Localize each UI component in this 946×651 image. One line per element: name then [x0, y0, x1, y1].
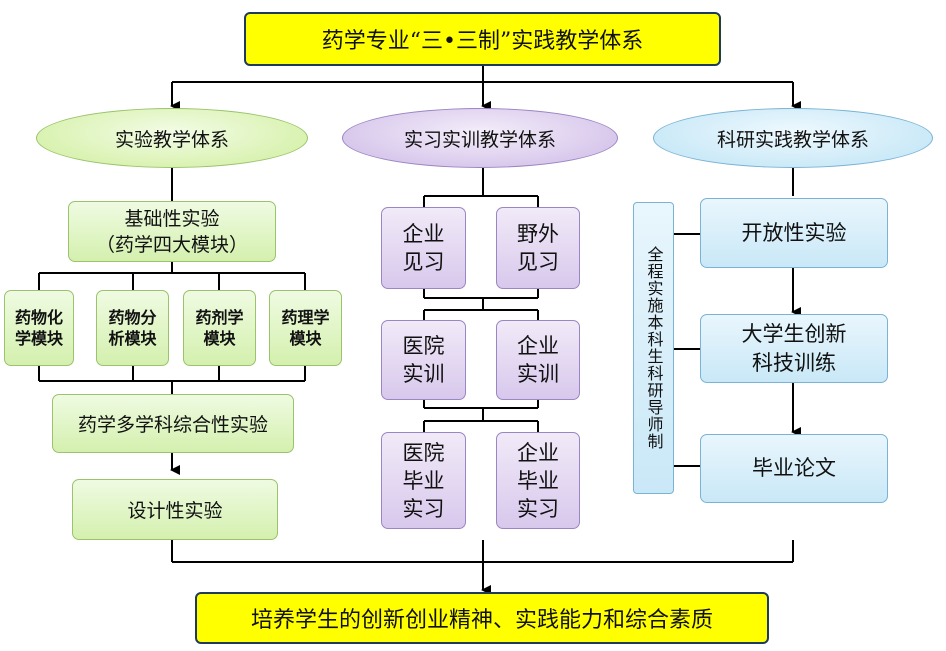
internship-branch: 实习实训教学体系 — [342, 108, 618, 168]
internship-label: 企业 见习 — [402, 222, 445, 274]
internship-label: 野外 见习 — [517, 222, 559, 274]
comprehensive-experiment-box: 药学多学科综合性实验 — [52, 394, 294, 453]
module-label: 药物分 析模块 — [108, 308, 157, 348]
module-box: 药物分 析模块 — [96, 290, 169, 366]
internship-box: 企业 见习 — [381, 207, 466, 289]
internship-box: 医院 毕业 实习 — [381, 432, 466, 529]
mentor-system-label: 全程实施本科生科研导师制 — [644, 246, 664, 450]
internship-box: 企业 实训 — [496, 320, 580, 400]
internship-label: 医院 实训 — [402, 334, 445, 386]
research-branch: 科研实践教学体系 — [653, 108, 933, 168]
internship-box: 野外 见习 — [496, 207, 580, 289]
internship-label: 医院 毕业 实习 — [402, 440, 445, 521]
experiment-branch: 实验教学体系 — [36, 108, 308, 168]
basic-experiment-box: 基础性实验 （药学四大模块） — [68, 201, 276, 262]
design-experiment-label: 设计性实验 — [127, 500, 223, 522]
basic-experiment-label: 基础性实验 （药学四大模块） — [95, 207, 248, 256]
internship-label: 企业 实训 — [517, 334, 559, 386]
research-step-box: 大学生创新 科技训练 — [700, 314, 888, 383]
module-box: 药物化 学模块 — [4, 290, 74, 366]
mentor-system-box: 全程实施本科生科研导师制 — [633, 202, 674, 494]
internship-box: 医院 实训 — [381, 320, 466, 400]
module-label: 药物化 学模块 — [14, 308, 63, 348]
module-box: 药理学 模块 — [269, 290, 342, 366]
research-step-label: 大学生创新 科技训练 — [741, 321, 847, 375]
title-text: 药学专业“三•三制”实践教学体系 — [321, 29, 644, 54]
goal-box: 培养学生的创新创业精神、实践能力和综合素质 — [195, 592, 769, 644]
research-branch-label: 科研实践教学体系 — [716, 128, 869, 151]
module-label: 药剂学 模块 — [195, 308, 244, 348]
research-step-label: 毕业论文 — [752, 456, 836, 480]
design-experiment-box: 设计性实验 — [72, 479, 278, 540]
title-box: 药学专业“三•三制”实践教学体系 — [244, 12, 721, 66]
research-step-box: 开放性实验 — [700, 198, 888, 268]
internship-branch-label: 实习实训教学体系 — [403, 128, 556, 151]
comprehensive-experiment-label: 药学多学科综合性实验 — [77, 414, 268, 436]
experiment-branch-label: 实验教学体系 — [114, 128, 229, 151]
research-step-label: 开放性实验 — [741, 220, 847, 245]
internship-label: 企业 毕业 实习 — [517, 440, 559, 521]
goal-text: 培养学生的创新创业精神、实践能力和综合素质 — [250, 608, 713, 633]
research-step-box: 毕业论文 — [700, 434, 888, 503]
internship-box: 企业 毕业 实习 — [496, 432, 580, 529]
module-label: 药理学 模块 — [281, 308, 330, 348]
module-box: 药剂学 模块 — [183, 290, 256, 366]
